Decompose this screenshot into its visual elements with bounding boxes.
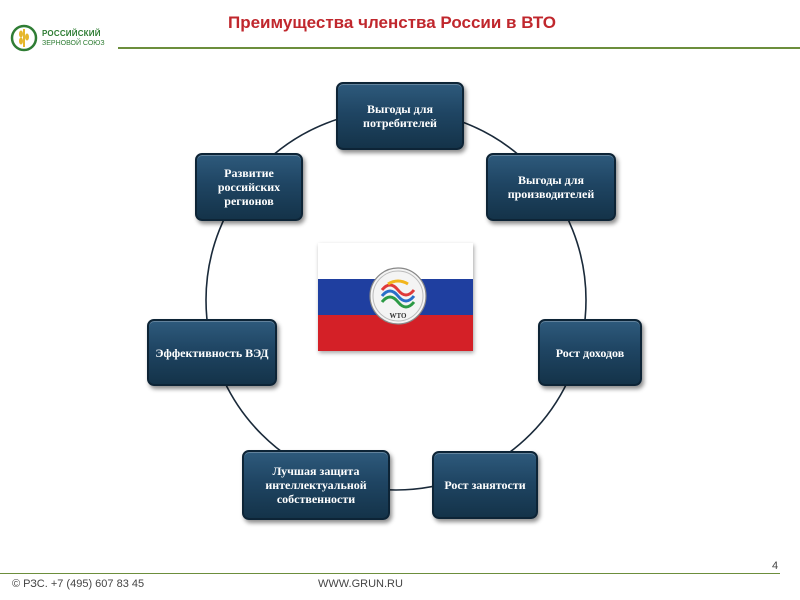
page-number: 4 [772, 560, 779, 572]
logo: РОССИЙСКИЙ ЗЕРНОВОЙ СОЮЗ [10, 22, 120, 56]
node-income-growth: Рост доходов [538, 319, 642, 386]
node-benefits-producers: Выгоды для производителей [486, 153, 616, 221]
logo-text-line2: ЗЕРНОВОЙ СОЮЗ [42, 40, 105, 47]
russia-flag-wto-emblem: WTO [318, 243, 473, 351]
node-label: Эффективность ВЭД [155, 345, 269, 360]
footer-contact: © РЗС. +7 (495) 607 83 45 [12, 578, 145, 590]
node-ip-protection: Лучшая защита интеллектуальной собственн… [242, 450, 390, 520]
logo-text-line1: РОССИЙСКИЙ [42, 29, 101, 38]
node-benefits-consumers: Выгоды для потребителей [336, 82, 464, 150]
node-label: Лучшая защита интеллектуальной собственн… [265, 464, 367, 506]
wto-emblem-text: WTO [390, 312, 408, 320]
footer-divider [0, 573, 780, 574]
node-label: Выгоды для потребителей [363, 102, 437, 130]
node-label: Развитие российских регионов [217, 166, 281, 208]
node-label: Рост доходов [555, 345, 625, 360]
wheat-logo-icon [10, 24, 38, 52]
node-ved-efficiency: Эффективность ВЭД [147, 319, 277, 386]
node-label: Рост занятости [444, 478, 526, 492]
node-employment-growth: Рост занятости [432, 451, 538, 519]
node-regional-development: Развитие российских регионов [195, 153, 303, 221]
wto-logo-icon: WTO [369, 267, 427, 325]
footer-website: WWW.GRUN.RU [318, 578, 403, 590]
node-label: Выгоды для производителей [507, 173, 595, 201]
page-title: Преимущества членства России в ВТО [228, 13, 557, 32]
header-divider [118, 47, 800, 49]
